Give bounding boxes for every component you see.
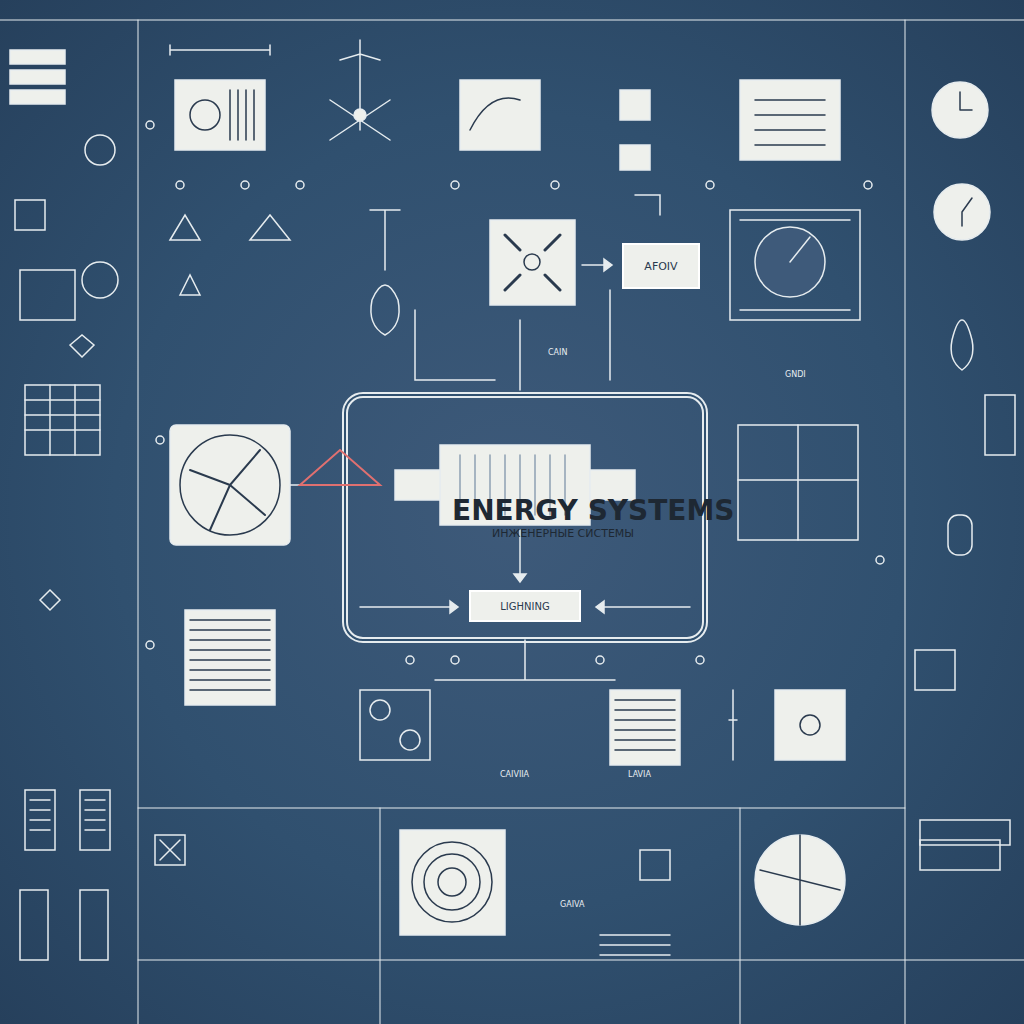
box-text: LIGHNING [500, 601, 549, 612]
part-label: CAIN [548, 348, 567, 357]
part-label: LAVIA [628, 770, 651, 779]
watermark: ИНЖЕНЕРНЫЕ СИСТЕМЫ [492, 527, 634, 540]
watermark: ENERGY SYSTEMS [452, 494, 735, 527]
label-box: AFOIV [622, 243, 700, 289]
box-text: AFOIV [644, 260, 677, 273]
part-label: GAIVA [560, 900, 584, 909]
label-box: LIGHNING [469, 590, 581, 622]
part-label: GNDI [785, 370, 806, 379]
part-label: CAIVIIA [500, 770, 529, 779]
